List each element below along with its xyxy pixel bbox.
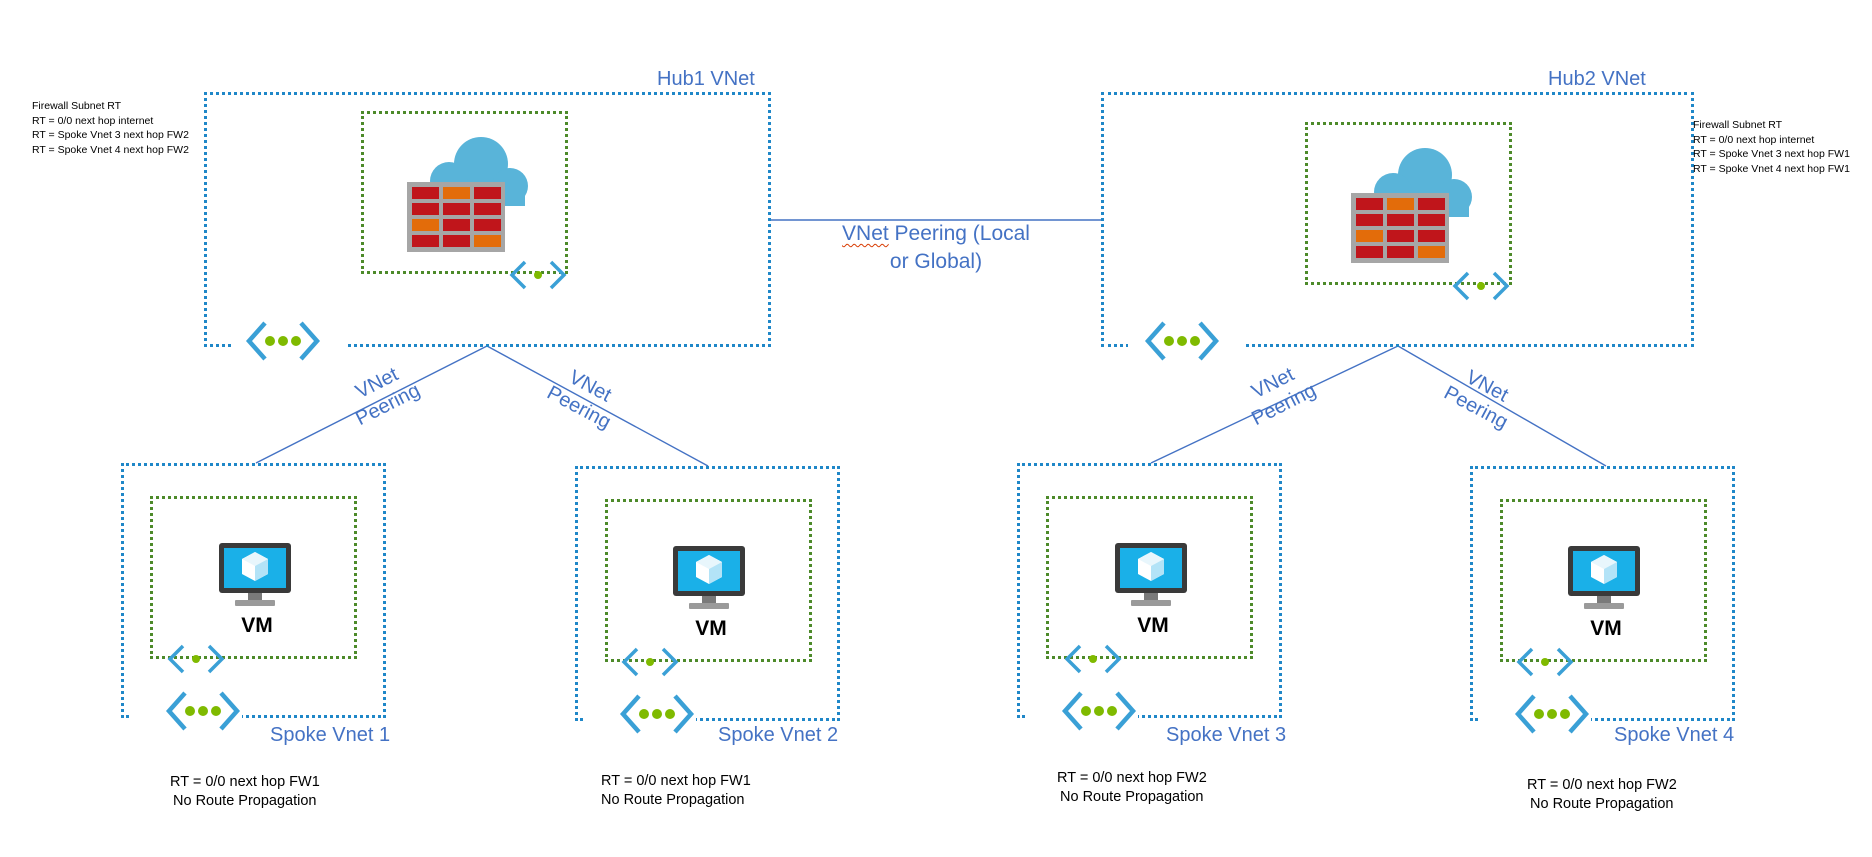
vnet-connector-icon [1144, 321, 1220, 361]
spoke3-border-gap [1028, 713, 1138, 720]
spoke4-propagation: No Route Propagation [1530, 796, 1674, 812]
spoke2-route-note: RT = 0/0 next hop FW1 No Route Propagati… [601, 772, 751, 810]
spoke3-propagation: No Route Propagation [1060, 789, 1204, 805]
vnet-connector-icon [245, 321, 321, 361]
spoke4-route-note: RT = 0/0 next hop FW2 No Route Propagati… [1527, 776, 1677, 814]
hub-peering-rest: Peering (Local [888, 222, 1030, 245]
hub2-rt-line-4: RT = Spoke Vnet 4 next hop FW1 [1693, 162, 1850, 175]
hub-peering-word: VNet [842, 222, 889, 245]
hub1-vnet-box [204, 92, 771, 347]
subnet-connector-icon [621, 647, 679, 677]
hub2-border-gap [1128, 342, 1243, 349]
hub1-rt-line-1: Firewall Subnet RT [32, 100, 122, 112]
spoke1-route-note: RT = 0/0 next hop FW1 No Route Propagati… [170, 773, 320, 811]
spoke1-border-gap [132, 713, 242, 720]
hub1-rt-line-2: RT = 0/0 next hop internet [32, 114, 154, 127]
spoke4-title: Spoke Vnet 4 [1614, 724, 1735, 746]
hub-peering-line-1: VNet Peering (Local [806, 220, 1066, 248]
spoke1-propagation: No Route Propagation [173, 793, 317, 809]
spoke2-border-gap [586, 716, 696, 723]
spoke1-title: Spoke Vnet 1 [270, 724, 391, 746]
hub1-firewall-subnet [361, 111, 568, 274]
peering-line-hub1-spoke1 [255, 345, 488, 464]
vnet-connector-icon [165, 691, 241, 731]
spoke1-vm-label: VM [241, 614, 273, 637]
spoke1-vnet-box [121, 463, 386, 718]
subnet-connector-icon [1452, 271, 1510, 301]
firewall-cloud-icon [1351, 148, 1472, 263]
spoke4-border-gap [1481, 716, 1591, 723]
hub2-firewall-subnet [1305, 122, 1512, 285]
spoke2-propagation: No Route Propagation [601, 792, 745, 808]
vnet-connector-icon [619, 694, 695, 734]
spoke3-title: Spoke Vnet 3 [1166, 724, 1287, 746]
peering-line-hub1-spoke2 [486, 345, 709, 467]
spoke3-route-note: RT = 0/0 next hop FW2 No Route Propagati… [1057, 769, 1207, 807]
vnet-connector-icon [1514, 694, 1590, 734]
peering-line-hub2-spoke4 [1397, 345, 1607, 467]
hub2-vnet-box [1101, 92, 1694, 347]
spoke3-subnet [1046, 496, 1253, 659]
firewall-cloud-icon [407, 137, 528, 252]
spoke2-vm-label: VM [695, 617, 727, 640]
spoke3-route-line: RT = 0/0 next hop FW2 [1057, 770, 1207, 786]
spoke2-title: Spoke Vnet 2 [718, 724, 839, 746]
subnet-connector-icon [1516, 647, 1574, 677]
vm-icon [1568, 546, 1640, 609]
spoke3-vm-label: VM [1137, 614, 1169, 637]
subnet-connector-icon [167, 644, 225, 674]
vm-icon [1115, 543, 1187, 606]
hub2-title: Hub2 VNet [1548, 68, 1646, 90]
spoke1-subnet [150, 496, 357, 659]
hub1-border-gap [232, 342, 347, 349]
vnet-connector-icon [1061, 691, 1137, 731]
hub2-rt-line-1: Firewall Subnet RT [1693, 119, 1783, 131]
hub2-rt-line-2: RT = 0/0 next hop internet [1693, 133, 1815, 146]
vm-icon [219, 543, 291, 606]
vm-icon [673, 546, 745, 609]
peering-line-hub2-spoke3 [1150, 345, 1399, 464]
hub1-title: Hub1 VNet [657, 68, 755, 90]
hub2-route-table: Firewall Subnet RT RT = 0/0 next hop int… [1693, 118, 1850, 176]
hub1-rt-line-4: RT = Spoke Vnet 4 next hop FW2 [32, 143, 189, 156]
spoke4-route-line: RT = 0/0 next hop FW2 [1527, 777, 1677, 793]
hub1-rt-line-3: RT = Spoke Vnet 3 next hop FW2 [32, 129, 189, 141]
hub2-rt-line-3: RT = Spoke Vnet 3 next hop FW1 [1693, 148, 1850, 160]
spoke2-route-line: RT = 0/0 next hop FW1 [601, 773, 751, 789]
subnet-connector-icon [509, 260, 567, 290]
spoke1-route-line: RT = 0/0 next hop FW1 [170, 774, 320, 790]
hub-peering-line-2: or Global) [889, 250, 983, 273]
spoke2-subnet [605, 499, 812, 662]
spoke4-vnet-box [1470, 466, 1735, 721]
spoke4-subnet [1500, 499, 1707, 662]
hub1-route-table: Firewall Subnet RT RT = 0/0 next hop int… [32, 99, 189, 157]
subnet-connector-icon [1064, 644, 1122, 674]
spoke3-vnet-box [1017, 463, 1282, 718]
spoke4-vm-label: VM [1590, 617, 1622, 640]
spoke2-vnet-box [575, 466, 840, 721]
hub-peering-label: VNet Peering (Local or Global) [806, 220, 1066, 276]
